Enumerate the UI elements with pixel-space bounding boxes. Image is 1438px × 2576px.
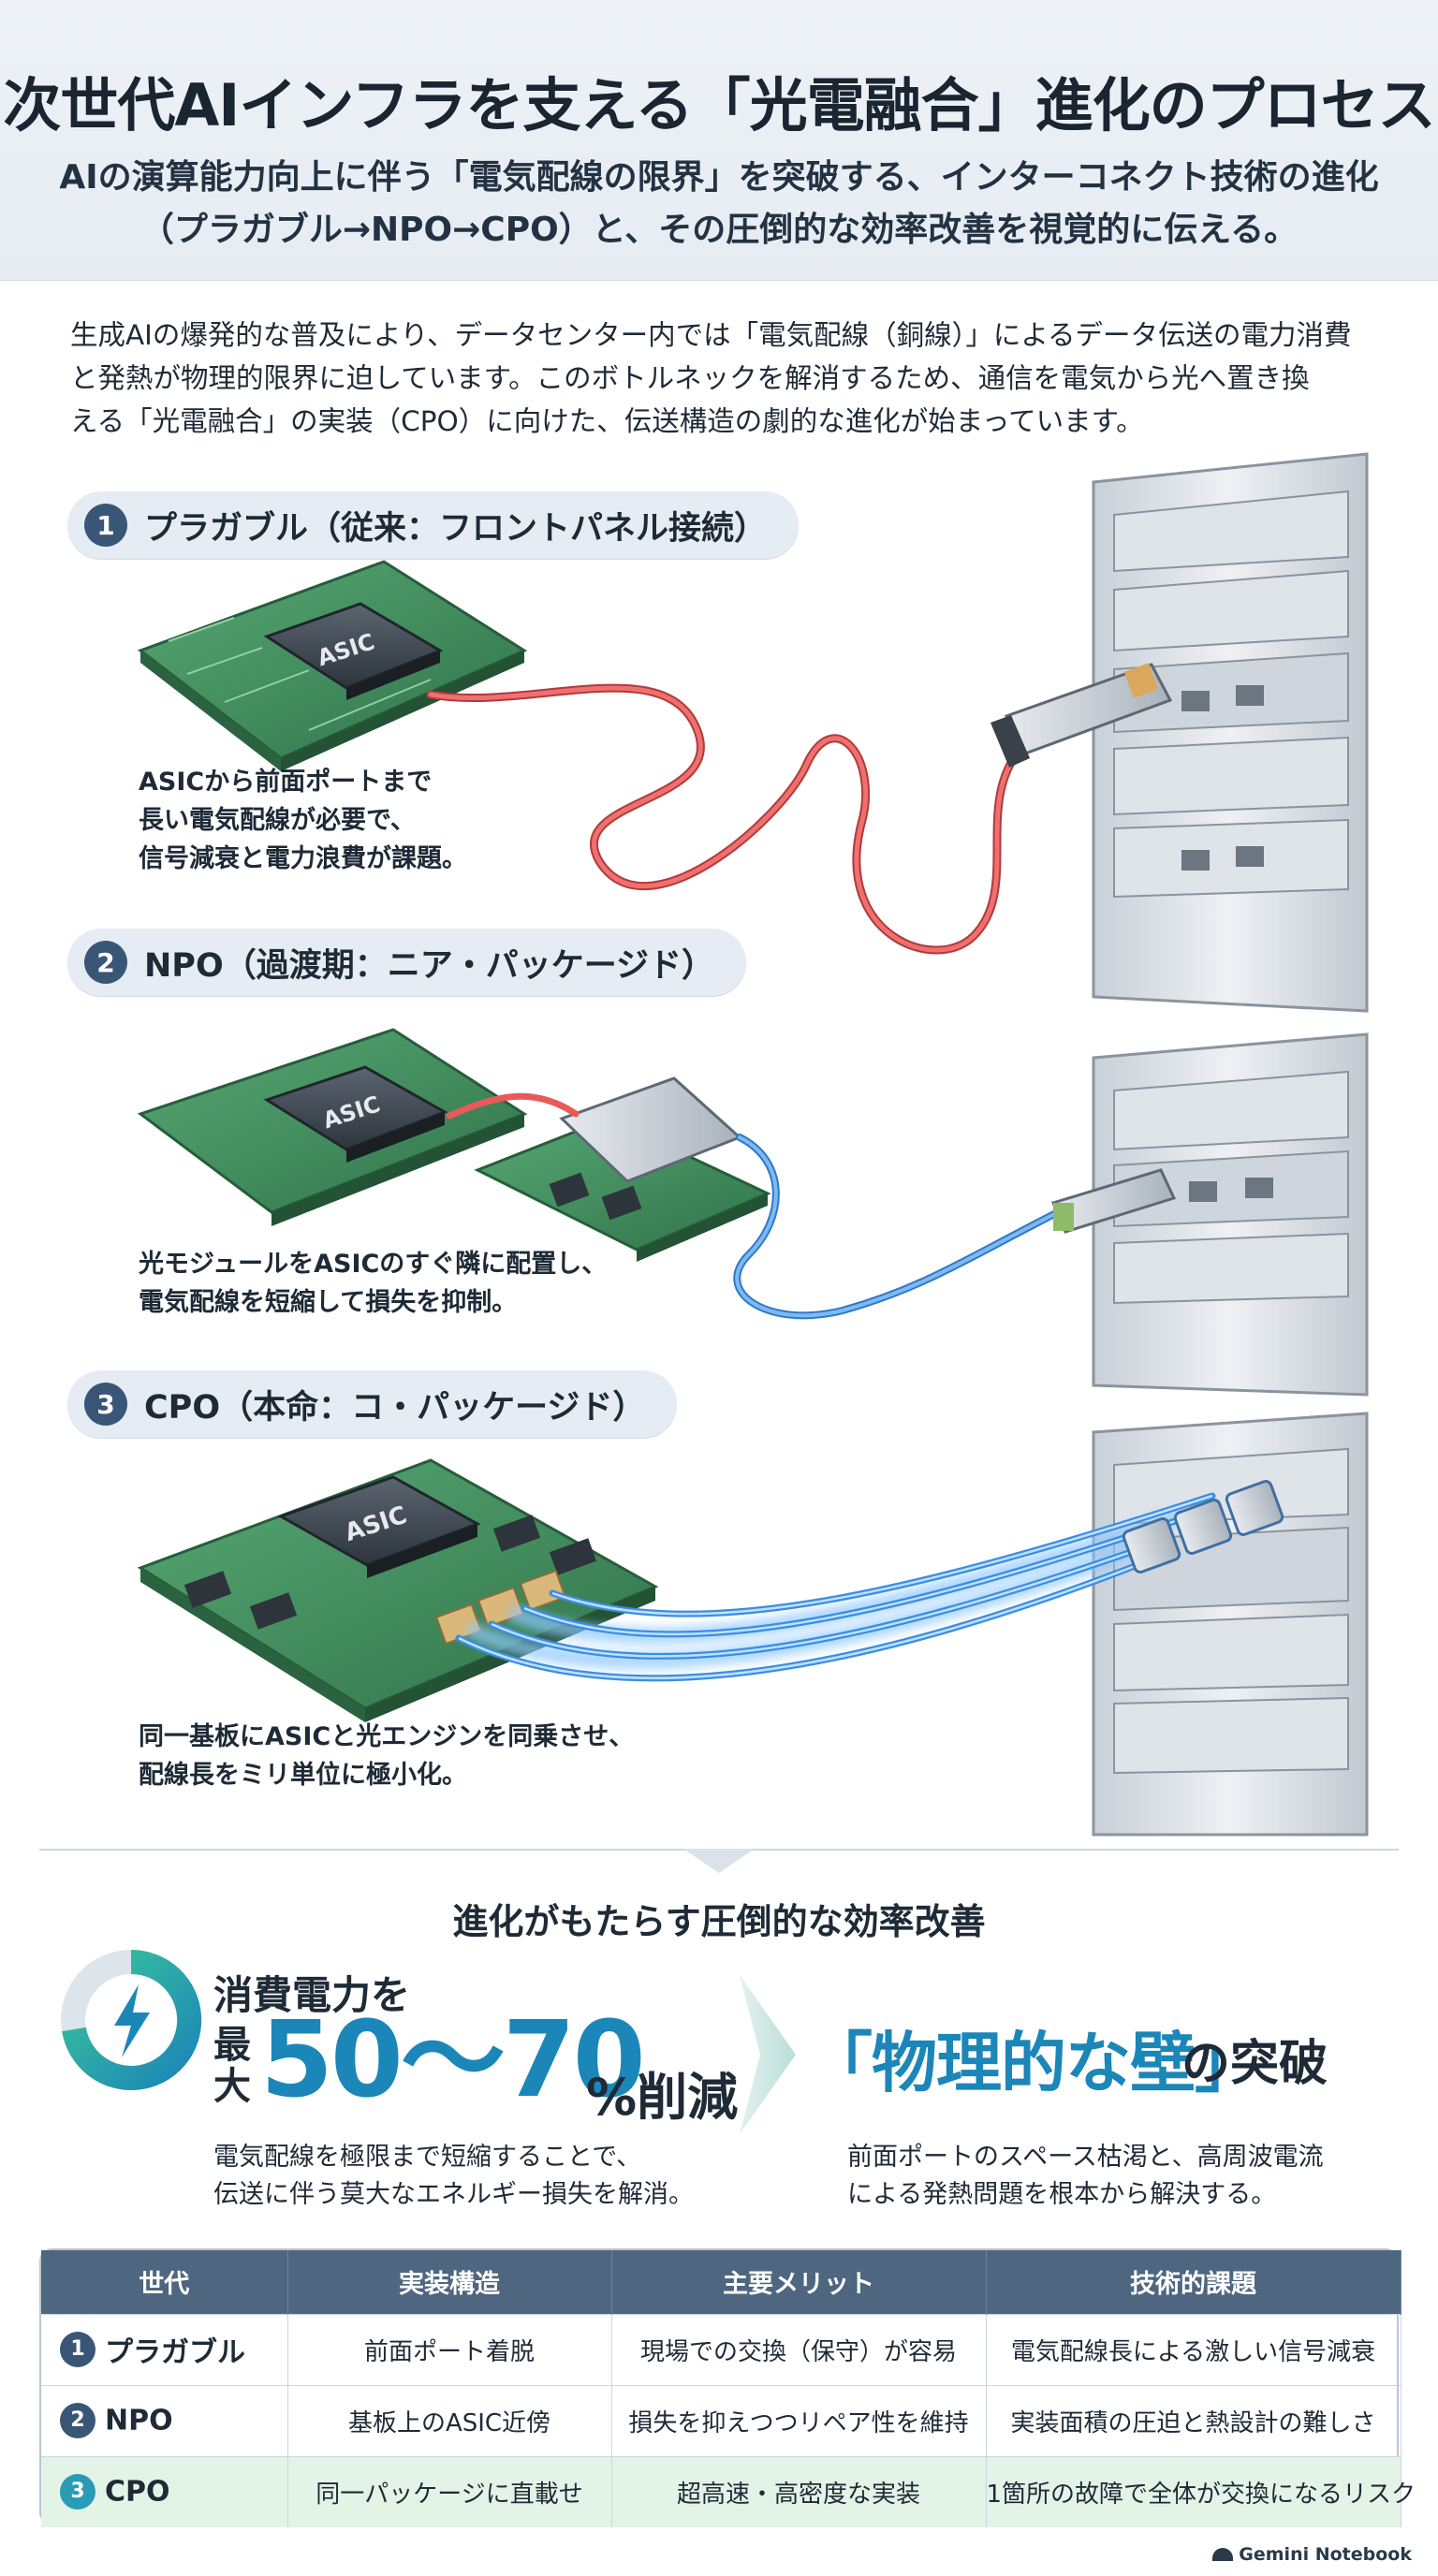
stage-3-note: 同一基板にASICと光エンジンを同乗させ、 配線長をミリ単位に極小化。 [139, 1718, 634, 1794]
server-rack-1 [1092, 452, 1369, 1013]
merit-cell: 損失を抑えつつリペア性を維持 [611, 2384, 987, 2456]
divider-notch [683, 1849, 755, 1873]
intro-line: 生成AIの爆発的な普及により、データセンター内では「電気配線（銅線）」によるデー… [70, 319, 1352, 351]
note-line: 同一基板にASICと光エンジンを同乗させ、 [139, 1722, 635, 1751]
brand-footer: Gemini Notebook [1212, 2544, 1412, 2565]
server-rack-3 [1092, 1412, 1369, 1837]
brand-logo-icon [1212, 2548, 1234, 2561]
lightning-gauge-icon [61, 1949, 202, 2090]
table-row: 2 NPO 基板上のASIC近傍 損失を抑えつつリペア性を維持 実装面積の圧迫と熱… [41, 2384, 1401, 2456]
stage-2-label: NPO（過渡期：ニア・パッケージド） [144, 946, 714, 985]
generation-badge: 3 [60, 2474, 95, 2510]
merit-cell: 現場での交換（保守）が容易 [611, 2313, 987, 2385]
stage-1-note: ASICから前面ポートまで 長い電気配線が必要で、 信号減衰と電力浪費が課題。 [139, 763, 467, 878]
generation-name: NPO [105, 2404, 173, 2437]
stage-2-heading: 2 NPO（過渡期：ニア・パッケージド） [67, 929, 746, 996]
structure-cell: 基板上のASIC近傍 [287, 2384, 612, 2456]
page-subtitle: AIの演算能力向上に伴う「電気配線の限界」を突破する、インターコネクト技術の進化… [0, 152, 1438, 256]
power-max-label: 最大 [213, 2024, 251, 2108]
stage-number-badge: 3 [84, 1383, 127, 1426]
subtitle-line: AIの演算能力向上に伴う「電気配線の限界」を突破する、インターコネクト技術の進化 [59, 158, 1379, 197]
header-band: 次世代AIインフラを支える「光電融合」進化のプロセス AIの演算能力向上に伴う「… [0, 0, 1438, 281]
column-header: 技術的課題 [986, 2250, 1401, 2314]
stage-1-heading: 1 プラガブル（従来：フロントパネル接続） [67, 491, 800, 559]
generation-name: プラガブル [105, 2336, 245, 2369]
power-reduction-value: 50〜70 [260, 1999, 646, 2121]
table-header-row: 世代 実装構造 主要メリット 技術的課題 [41, 2250, 1401, 2314]
stage-number-badge: 2 [84, 941, 127, 984]
power-reduction-unit: %削減 [586, 2068, 739, 2127]
desc-line: 伝送に伴う莫大なエネルギー損失を解消。 [213, 2180, 694, 2209]
server-rack-2 [1092, 1032, 1369, 1397]
stage-2-note: 光モジュールをASICのすぐ隣に配置し、 電気配線を短縮して損失を抑制。 [139, 1245, 607, 1322]
issue-cell: 電気配線長による激しい信号減衰 [986, 2313, 1401, 2385]
subtitle-line: （プラガブル→NPO→CPO）と、その圧倒的な効率改善を視覚的に伝える。 [139, 211, 1299, 249]
physical-wall-suffix: の突破 [1181, 2036, 1328, 2092]
note-line: 長い電気配線が必要で、 [139, 806, 416, 835]
generation-badge: 1 [60, 2332, 95, 2367]
stage-3-heading: 3 CPO（本命：コ・パッケージド） [67, 1370, 678, 1438]
column-header: 世代 [41, 2250, 288, 2314]
stage-1-label: プラガブル（従来：フロントパネル接続） [144, 509, 768, 548]
column-header: 実装構造 [287, 2250, 612, 2314]
physical-wall-text: 「物理的な壁」 [807, 2025, 1260, 2101]
desc-line: による発熱問題を根本から解決する。 [847, 2180, 1277, 2209]
structure-cell: 前面ポート着脱 [287, 2313, 612, 2385]
desc-line: 前面ポートのスペース枯渇と、高周波電流 [847, 2143, 1324, 2172]
chevron-right-icon [740, 1975, 796, 2134]
evolution-diagram: ASIC ASIC [0, 449, 1438, 1837]
stage-1-illustration: ASIC [137, 560, 1173, 955]
generation-badge: 2 [60, 2403, 95, 2438]
evolution-illustration: ASIC ASIC [137, 452, 1369, 1837]
table-row: 3 CPO 同一パッケージに直載せ 超高速・高密度な実装 1箇所の故障で全体が交換… [41, 2455, 1416, 2527]
issue-cell: 1箇所の故障で全体が交換になるリスク [986, 2455, 1416, 2527]
generation-cell: 3 CPO [41, 2455, 288, 2527]
page-title: 次世代AIインフラを支える「光電融合」進化のプロセス [3, 71, 1435, 139]
column-header: 主要メリット [611, 2250, 987, 2314]
note-line: ASICから前面ポートまで [139, 768, 433, 797]
desc-line: 電気配線を極限まで短縮することで、 [213, 2143, 642, 2172]
table-row: 1 プラガブル 前面ポート着脱 現場での交換（保守）が容易 電気配線長による激しい… [41, 2313, 1401, 2385]
intro-line: える「光電融合」の実装（CPO）に向けた、伝送構造の劇的な進化が始まっています。 [70, 405, 1144, 437]
merit-cell: 超高速・高密度な実装 [611, 2455, 987, 2527]
wall-description: 前面ポートのスペース枯渇と、高周波電流 による発熱問題を根本から解決する。 [847, 2139, 1324, 2214]
power-label: 消費電力を [213, 1972, 411, 2018]
generation-cell: 1 プラガブル [41, 2313, 288, 2385]
note-line: 光モジュールをASICのすぐ隣に配置し、 [139, 1250, 608, 1279]
stage-3-illustration: ASIC [137, 1458, 1284, 1722]
stage-3-label: CPO（本命：コ・パッケージド） [144, 1388, 646, 1427]
note-line: 配線長をミリ単位に極小化。 [139, 1761, 467, 1790]
comparison-table: 世代 実装構造 主要メリット 技術的課題 1 プラガブル 前面ポート着脱 現場での… [39, 2248, 1416, 2527]
structure-cell: 同一パッケージに直載せ [287, 2455, 612, 2527]
brand-name: Gemini Notebook [1239, 2544, 1412, 2565]
intro-line: と発熱が物理的限界に迫しています。このボトルネックを解消するため、通信を電気から… [70, 362, 1310, 394]
stage-2-illustration: ASIC [137, 1028, 1177, 1320]
generation-name: CPO [105, 2475, 170, 2509]
power-description: 電気配線を極限まで短縮することで、 伝送に伴う莫大なエネルギー損失を解消。 [213, 2139, 694, 2214]
note-line: 電気配線を短縮して損失を抑制。 [139, 1288, 518, 1317]
stage-number-badge: 1 [84, 504, 127, 547]
generation-cell: 2 NPO [41, 2384, 288, 2456]
note-line: 信号減衰と電力浪費が課題。 [139, 844, 467, 873]
efficiency-heading: 進化がもたらす圧倒的な効率改善 [452, 1901, 986, 1942]
issue-cell: 実装面積の圧迫と熱設計の難しさ [986, 2384, 1401, 2456]
intro-paragraph: 生成AIの爆発的な普及により、データセンター内では「電気配線（銅線）」によるデー… [70, 314, 1381, 443]
